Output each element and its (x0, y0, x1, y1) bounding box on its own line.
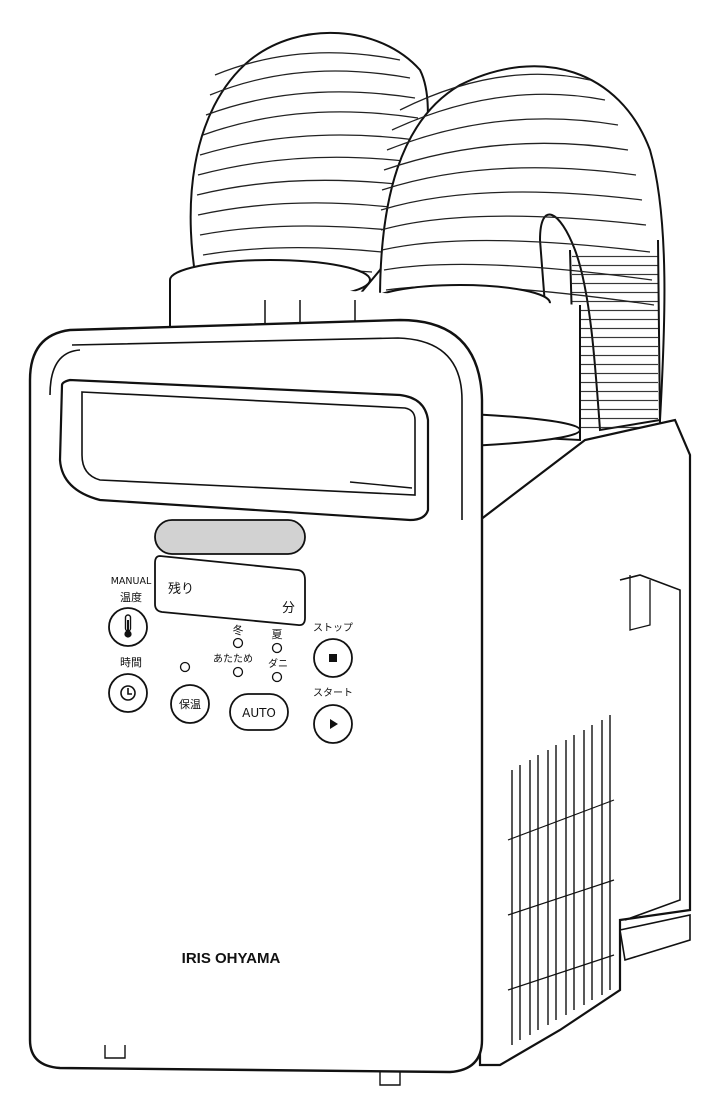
mode-mite-indicator (271, 671, 283, 683)
mode-winter-label: 冬 (233, 623, 244, 637)
handle-opening[interactable] (58, 378, 430, 522)
mode-warm-indicator (232, 666, 244, 678)
time-button[interactable] (108, 673, 148, 713)
display-remaining-label: 残り (168, 582, 194, 597)
keep-warm-indicator (179, 661, 191, 673)
mode-summer-indicator (271, 642, 283, 654)
play-triangle-icon (330, 719, 338, 729)
keep-warm-button[interactable]: 保温 (170, 684, 210, 724)
mode-summer-label: 夏 (272, 628, 283, 641)
mode-winter-indicator (232, 637, 244, 649)
temperature-button[interactable] (108, 607, 148, 647)
mode-warm-label: あたため (213, 653, 253, 665)
start-label: スタート (313, 687, 353, 699)
clock-icon (120, 685, 136, 701)
manual-label: MANUAL (111, 576, 152, 587)
side-body (478, 418, 692, 1067)
auto-button[interactable]: AUTO (229, 693, 289, 731)
stop-square-icon (329, 654, 337, 662)
mode-mite-label: ダニ (268, 657, 288, 670)
display-minutes-label: 分 (282, 601, 295, 616)
auto-label: AUTO (242, 706, 276, 720)
display-panel: 残り 分 (154, 555, 306, 627)
brand-logo: IRIS OHYAMA (182, 950, 281, 967)
keep-warm-label: 保温 (179, 697, 201, 711)
indicator-light-bar (154, 519, 306, 555)
time-label: 時間 (120, 656, 142, 669)
start-button[interactable] (313, 704, 353, 744)
stop-button[interactable] (313, 638, 353, 678)
hose-right (378, 65, 666, 432)
thermometer-icon (124, 614, 132, 638)
temperature-label: 温度 (120, 590, 142, 604)
stop-label: ストップ (313, 622, 353, 634)
